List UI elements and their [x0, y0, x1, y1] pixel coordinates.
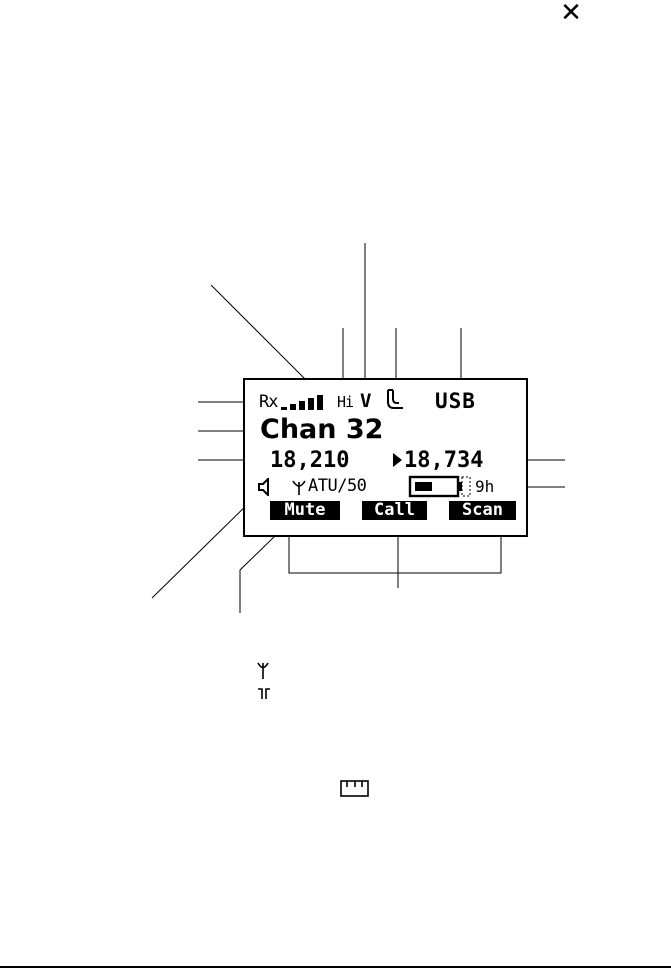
leader-signal: [210, 284, 313, 387]
rx-frequency: 18,210: [270, 448, 350, 473]
battery-icon: [408, 475, 471, 498]
leader-softkeys: [288, 523, 502, 574]
signal-bar: [299, 401, 305, 410]
mode-label: USB: [435, 389, 476, 413]
signal-strength-icon: [281, 395, 323, 410]
antenna-icon: [292, 480, 306, 495]
tx-frequency: 18,734: [404, 448, 484, 473]
v-symbol: V: [360, 390, 372, 412]
channel-label: Chan 32: [260, 414, 384, 445]
signal-bar: [317, 395, 323, 410]
atu-label: ATU/50: [308, 476, 367, 496]
battery-hours: 9h: [475, 477, 495, 496]
antenna-icon: [257, 662, 269, 679]
softkey-call[interactable]: Call: [362, 501, 427, 520]
signal-bar: [290, 404, 296, 410]
hi-label: Hi: [337, 393, 354, 411]
lock-icon: [387, 389, 403, 409]
leader-speaker: [151, 495, 257, 599]
speaker-icon: [258, 478, 269, 496]
tx-arrow-icon: [393, 453, 402, 467]
selcall-icon: [340, 780, 369, 797]
rx-label: Rx: [259, 392, 279, 412]
battery-fill: [415, 482, 432, 491]
signal-bar: [281, 407, 287, 410]
close-icon: ✕: [560, 0, 582, 28]
softkey-scan[interactable]: Scan: [449, 501, 516, 520]
antenna-alt-icon: [258, 688, 270, 699]
softkey-mute[interactable]: Mute: [270, 501, 340, 520]
signal-bar: [308, 398, 314, 410]
